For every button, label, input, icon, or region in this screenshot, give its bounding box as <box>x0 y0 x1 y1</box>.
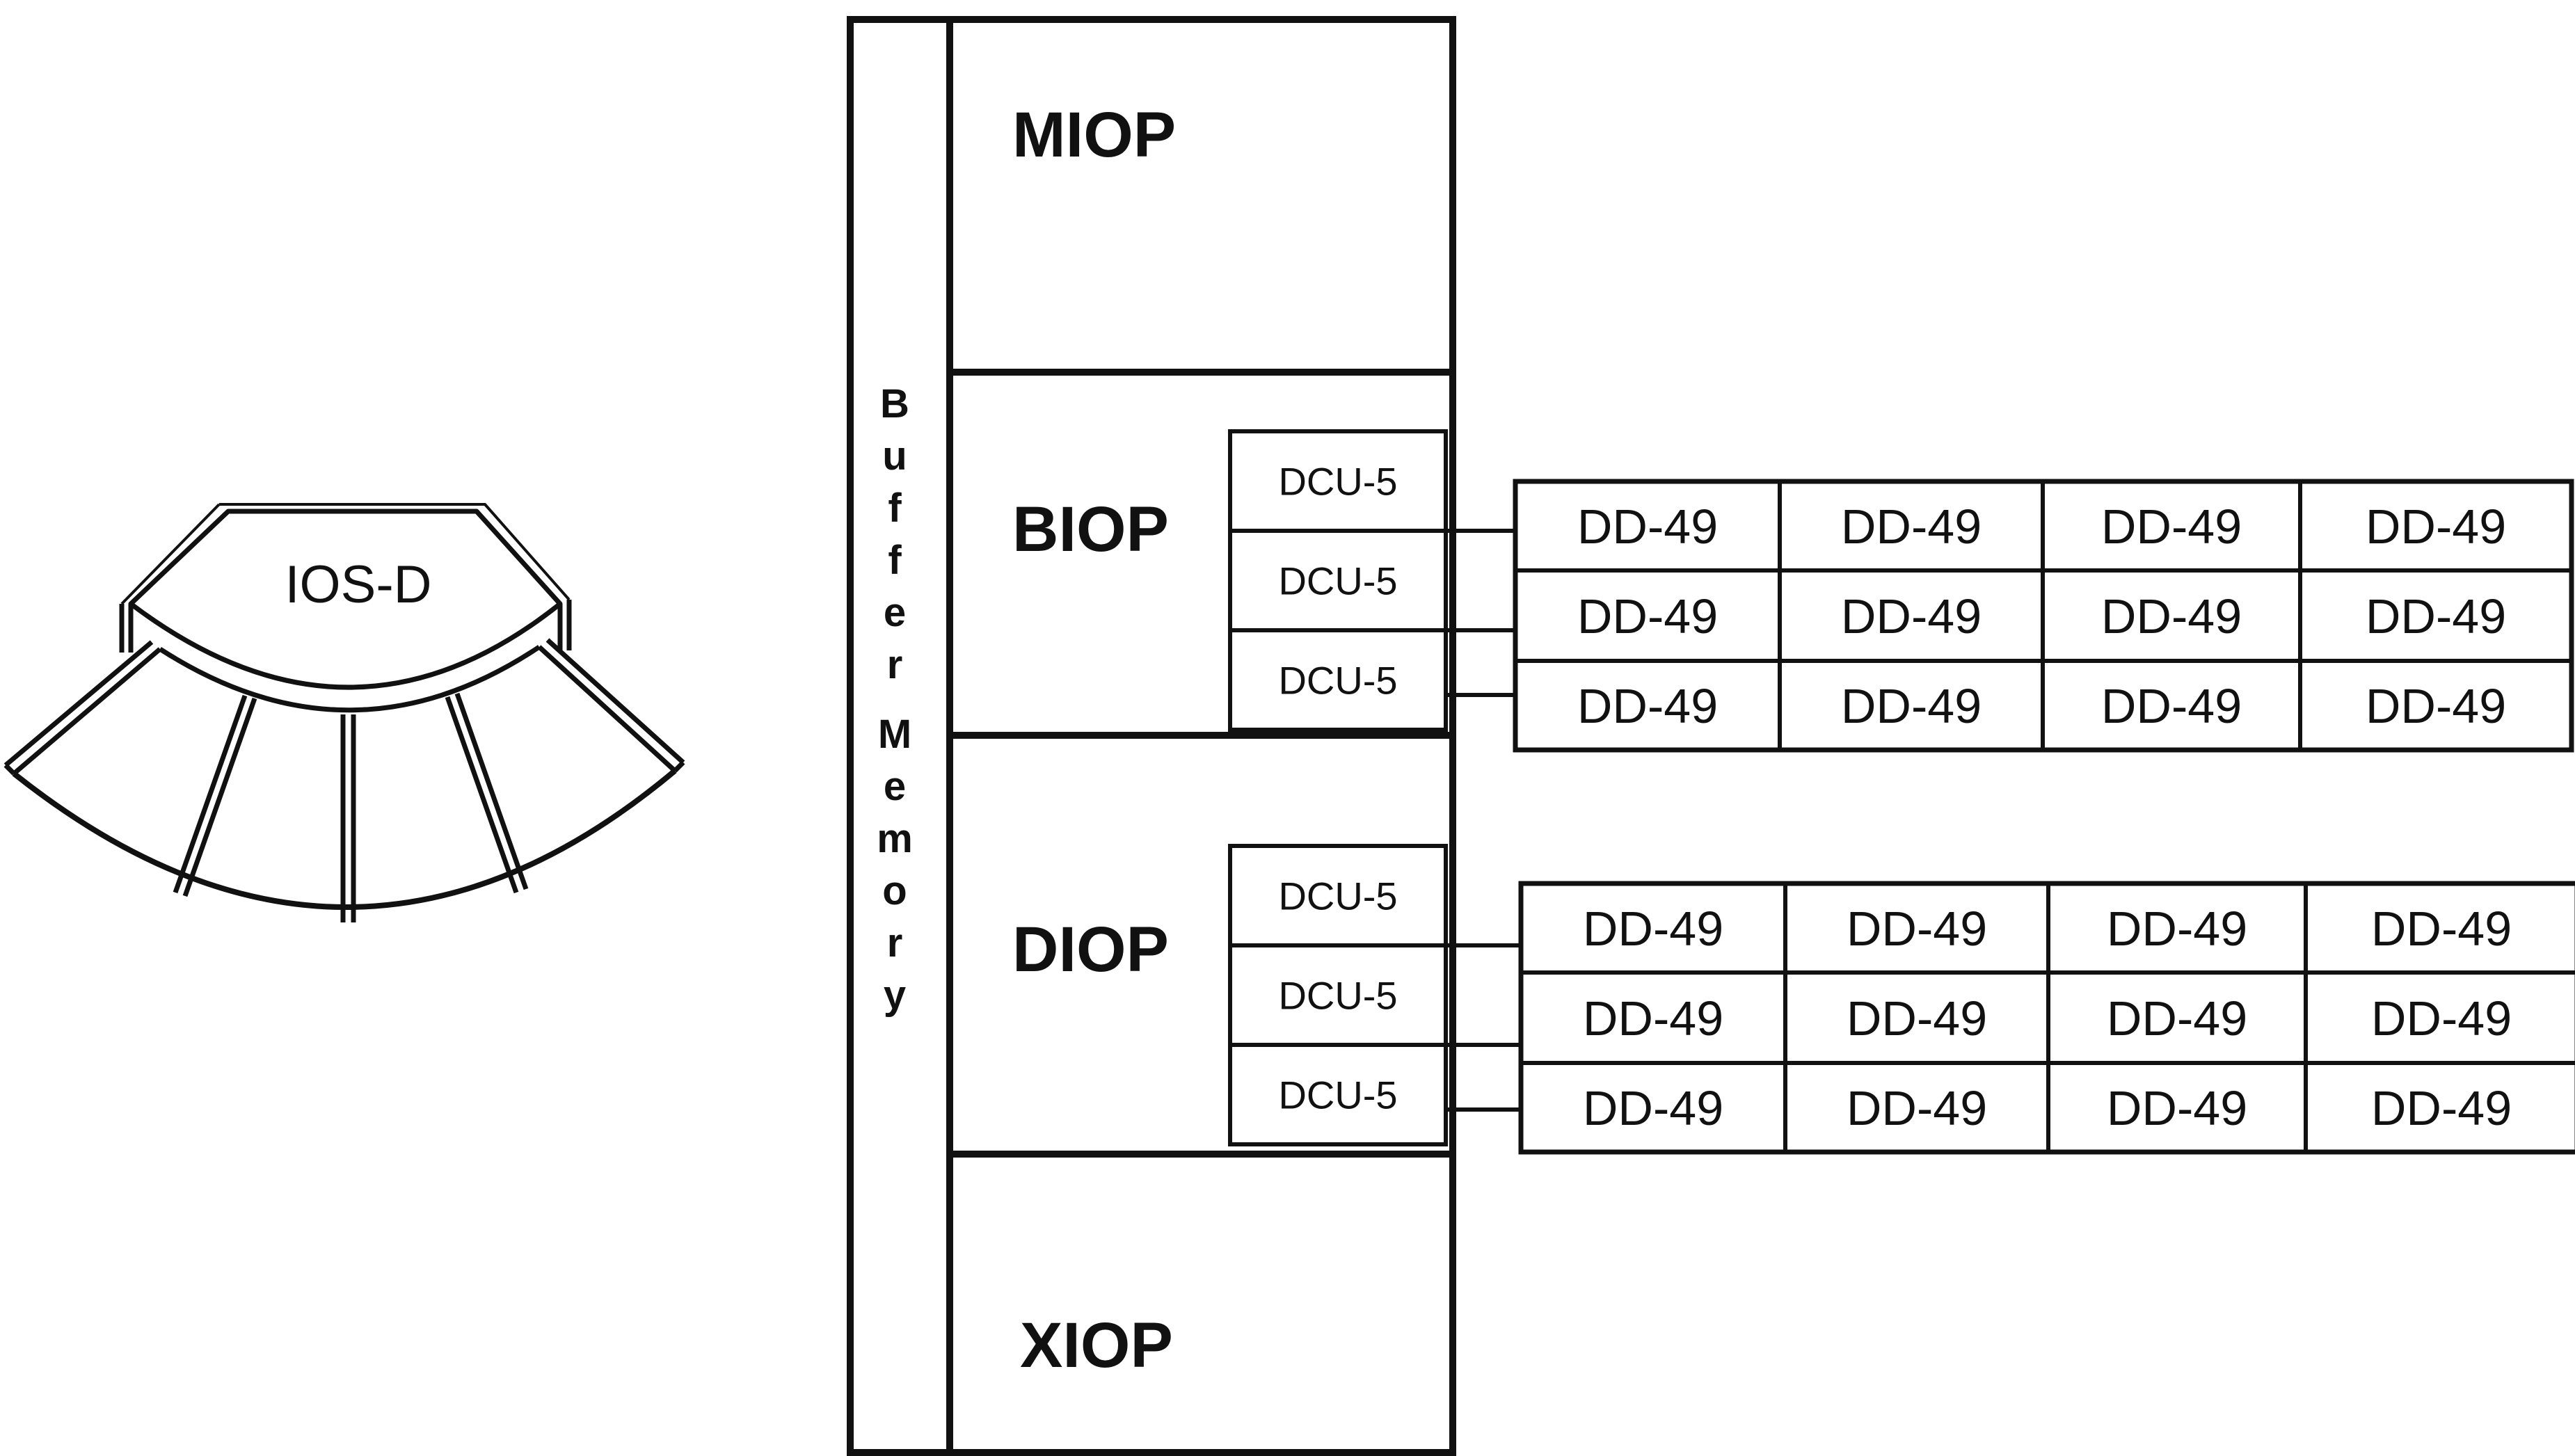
cabinet-divider-1 <box>173 694 257 897</box>
dcu-label: DCU-5 <box>1278 974 1397 1018</box>
disk-label: DD-49 <box>1841 589 1982 643</box>
disk-label: DD-49 <box>1583 991 1723 1046</box>
disk-label: DD-49 <box>1847 902 1987 956</box>
disk-label: DD-49 <box>2371 1081 2512 1135</box>
disk-cell <box>2298 659 2574 752</box>
dcu-label: DCU-5 <box>1278 874 1397 918</box>
buffer-memory-letter: e <box>884 590 906 635</box>
cabinet-right-wing <box>537 638 685 773</box>
cabinet-outer-arc <box>12 768 677 910</box>
disk-label: DD-49 <box>1841 679 1982 733</box>
buffer-memory-letter: u <box>882 433 907 479</box>
dcu-box <box>1228 844 1448 947</box>
buffer-memory-letter: f <box>888 486 902 531</box>
disk-label: DD-49 <box>1583 902 1723 956</box>
ios-label: IOS-D <box>285 555 431 614</box>
dcu-label: DCU-5 <box>1278 1073 1397 1117</box>
disk-label: DD-49 <box>2101 679 2242 733</box>
buffer-memory-letter: B <box>880 381 909 426</box>
buffer-memory-letter: M <box>878 712 911 757</box>
disk-label: DD-49 <box>2101 499 2242 554</box>
buffer-memory-letter: r <box>887 642 903 687</box>
disk-label: DD-49 <box>2366 679 2506 733</box>
buffer-memory-letter: r <box>887 920 903 966</box>
dcu-box <box>1228 1043 1448 1146</box>
disk-label: DD-49 <box>1577 499 1718 554</box>
ios-cabinet-illustration <box>3 503 685 922</box>
cabinet-left-post <box>119 604 134 653</box>
iop-rack <box>847 16 1456 1456</box>
disk-label: DD-49 <box>1577 679 1718 733</box>
buffer-memory-letter: f <box>888 538 902 583</box>
disk-label: DD-49 <box>1577 589 1718 643</box>
cabinet-top-panel <box>128 509 563 690</box>
buffer-memory-letter: m <box>877 816 913 861</box>
disk-label: DD-49 <box>1847 1081 1987 1135</box>
cabinet-right-post <box>557 600 572 650</box>
dcu-label: DCU-5 <box>1278 659 1397 703</box>
disk-label: DD-49 <box>1847 991 1987 1046</box>
diop-label: DIOP <box>1012 914 1169 985</box>
dcu-box <box>1228 943 1448 1047</box>
disk-label: DD-49 <box>2366 499 2506 554</box>
cabinet-left-wing <box>3 640 162 776</box>
disk-label: DD-49 <box>2107 991 2247 1046</box>
disk-label: DD-49 <box>2371 902 2512 956</box>
buffer-memory-letter: o <box>882 868 907 913</box>
cabinet-divider-3 <box>445 692 529 894</box>
buffer-memory-letter: y <box>884 973 906 1018</box>
disk-label: DD-49 <box>1841 499 1982 554</box>
disk-label: DD-49 <box>1583 1081 1723 1135</box>
disk-label: DD-49 <box>2107 1081 2247 1135</box>
disk-label: DD-49 <box>2107 902 2247 956</box>
xiop-label: XIOP <box>1020 1310 1173 1381</box>
dcu-disk-connectors <box>1446 529 1521 1112</box>
disk-label: DD-49 <box>2101 589 2242 643</box>
dcu-label: DCU-5 <box>1278 559 1397 603</box>
biop-label: BIOP <box>1012 494 1169 565</box>
disk-label: DD-49 <box>2366 589 2506 643</box>
cabinet-top-rim <box>120 503 571 605</box>
miop-label: MIOP <box>1012 99 1176 170</box>
disk-label: DD-49 <box>2371 991 2512 1046</box>
cabinet-divider-2 <box>340 714 356 922</box>
dcu-label: DCU-5 <box>1278 460 1397 504</box>
cabinet-inner-arc <box>159 645 541 713</box>
disk-cell <box>2304 1061 2575 1154</box>
dcu-box <box>1228 628 1448 732</box>
buffer-memory-letter: e <box>884 764 906 809</box>
